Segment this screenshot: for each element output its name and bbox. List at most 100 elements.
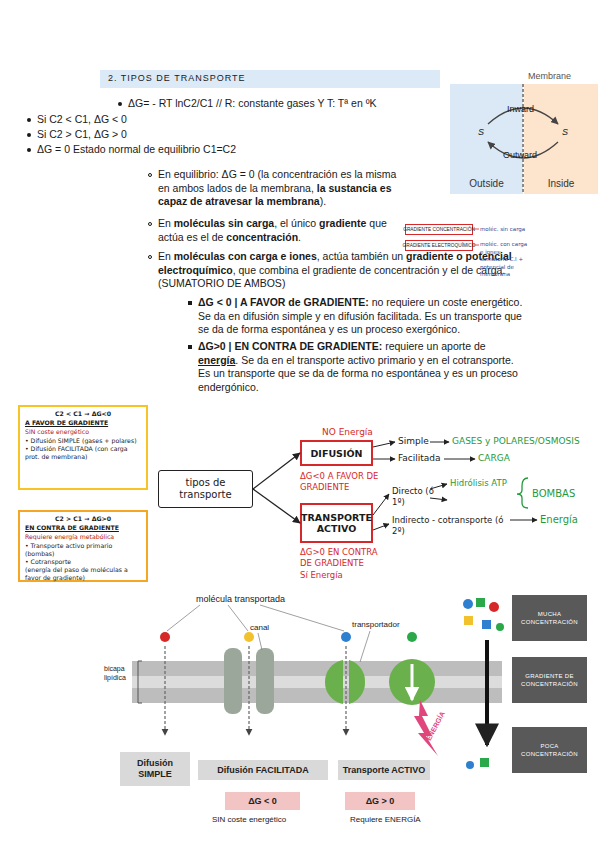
node-text: GRADIENTE ELECTROQUÍMICO bbox=[402, 243, 475, 248]
body-text: ΔG = 0 Estado normal de equilibrio C1=C2 bbox=[37, 143, 236, 155]
bullet-dot bbox=[27, 148, 31, 152]
flow-label: Inward bbox=[507, 104, 534, 115]
node-text: • Difusión SIMPLE (gases + polares) bbox=[25, 437, 141, 445]
body-text: requiere un aporte de bbox=[385, 340, 485, 352]
molecule-red bbox=[489, 602, 499, 612]
handwritten-note: Sí Energía bbox=[300, 570, 343, 581]
lipid-bilayer bbox=[132, 661, 502, 703]
bullet-ring bbox=[148, 222, 152, 226]
body-text: ). bbox=[320, 195, 326, 207]
figure-label: Requiere ENERGÍA bbox=[350, 815, 421, 825]
channel-protein bbox=[256, 648, 274, 714]
node-text: Transporte ACTIVO bbox=[343, 765, 426, 776]
map-arrow bbox=[373, 459, 395, 460]
concentration-box: MUCHA CONCENTRACIÓN bbox=[512, 595, 587, 641]
map-arrow bbox=[373, 524, 389, 530]
molecule-yellow bbox=[464, 616, 473, 625]
node-text: • Transporte activo primario (bombas) bbox=[25, 542, 141, 558]
molecule-green bbox=[407, 632, 417, 642]
handwritten-note: GASES y POLARES/OSMOSIS bbox=[452, 436, 580, 447]
leader-line bbox=[258, 633, 262, 650]
handwritten-note: Hidrólisis ATP bbox=[450, 478, 507, 489]
handwritten-note: NO Energía bbox=[322, 427, 373, 438]
transporter-protein bbox=[349, 660, 365, 704]
node-text: Outside bbox=[469, 178, 503, 189]
bracket bbox=[138, 661, 142, 703]
energy-box: ΔG < 0 bbox=[225, 792, 300, 810]
body-text: , el único bbox=[274, 217, 316, 229]
bold-text: energía bbox=[198, 354, 235, 366]
node-text: TRANSPORTE ACTIVO bbox=[301, 512, 372, 534]
molecule-red bbox=[160, 632, 170, 642]
note-text: moléc. sin carga bbox=[480, 226, 525, 234]
leader-line bbox=[260, 605, 344, 631]
molecule-blue bbox=[466, 761, 474, 769]
bullet-dot bbox=[27, 118, 31, 122]
type-box: Difusión SIMPLE bbox=[120, 752, 190, 786]
text-paragraph: En moléculas sin carga, el único gradien… bbox=[158, 217, 394, 244]
node-text: Requiere energía metabólica bbox=[25, 533, 141, 541]
connector-arrow bbox=[253, 453, 300, 489]
figure-label: bicapa lipídica bbox=[104, 664, 138, 682]
node-text: POCA CONCENTRACIÓN bbox=[514, 742, 585, 758]
node-text: GRADIENTE DE CONCENTRACIÓN bbox=[514, 672, 585, 688]
title-band: 2. TIPOS DE TRANSPORTE bbox=[100, 70, 440, 88]
node-text: MUCHA CONCENTRACIÓN bbox=[514, 610, 585, 626]
node-text: C2 < C1 → ΔG<0 bbox=[25, 410, 141, 418]
body-text: Si C2 > C1, ΔG > 0 bbox=[37, 128, 127, 140]
concentration-box: POCA CONCENTRACIÓN bbox=[512, 727, 587, 773]
node-text: Difusión SIMPLE bbox=[120, 758, 190, 780]
node-text: Difusión FACILITADA bbox=[217, 765, 308, 776]
bold-text: gradiente bbox=[319, 217, 366, 229]
node-text: ΔG > 0 bbox=[366, 796, 395, 806]
node-text: • Difusión FACILITADA (con carga prot. d… bbox=[25, 445, 141, 461]
category-box: TRANSPORTE ACTIVO bbox=[300, 503, 373, 543]
gradient-arrow bbox=[485, 640, 489, 745]
leader-line bbox=[360, 631, 370, 662]
category-box: DIFUSIÓN bbox=[300, 440, 373, 466]
text-paragraph: ΔG= - RT lnC2/C1 // R: constante gases Y… bbox=[128, 97, 448, 111]
diffusion-arrow bbox=[248, 646, 249, 735]
node-text: tipos de transporte bbox=[159, 477, 252, 501]
bullet-dot bbox=[118, 102, 122, 106]
bilayer-core bbox=[132, 676, 502, 688]
molecule-blue bbox=[482, 620, 491, 629]
transporter-protein bbox=[325, 660, 343, 704]
map-arrow bbox=[444, 459, 475, 460]
node-text: C2 > C1 → ΔG>0 bbox=[25, 515, 141, 523]
node-text: ΔG < 0 bbox=[248, 796, 277, 806]
bold-text: concentración bbox=[226, 231, 298, 243]
energy-label: ENERGÍA bbox=[424, 710, 447, 742]
pump-arrow bbox=[411, 664, 414, 700]
diffusion-arrow bbox=[164, 646, 165, 735]
molecule-blue bbox=[463, 599, 473, 609]
text-paragraph: En moléculas con carga e iones, actúa ta… bbox=[158, 250, 513, 291]
channel-protein bbox=[224, 648, 242, 714]
type-box: Difusión FACILITADA bbox=[198, 760, 328, 780]
molecule-green bbox=[480, 758, 489, 767]
figure-label: Membrane bbox=[528, 71, 571, 82]
pump-protein bbox=[389, 659, 435, 705]
leader-line bbox=[167, 605, 200, 631]
note-text: moléc. con carga e iones: sumatorio C.I … bbox=[480, 241, 528, 279]
bullet-ring bbox=[148, 173, 152, 177]
sticky-note: C2 > C1 → ΔG>0EN CONTRA DE GRADIENTERequ… bbox=[18, 510, 148, 582]
node-text: • Cotransporte bbox=[25, 558, 141, 566]
bullet-dot bbox=[27, 133, 31, 137]
figure-label: transportador bbox=[352, 620, 400, 630]
bullet-ring bbox=[148, 255, 152, 259]
body-text: ΔG= - RT lnC2/C1 // R: constante gases Y… bbox=[128, 97, 376, 109]
body-text: En bbox=[158, 250, 171, 262]
type-box: Transporte ACTIVO bbox=[338, 760, 430, 780]
bold-text: ΔG>0 | EN CONTRA DE GRADIENTE: bbox=[198, 340, 382, 352]
text-paragraph: Si C2 > C1, ΔG > 0 bbox=[37, 128, 437, 142]
bold-text: ΔG < 0 | A FAVOR de GRADIENTE: bbox=[198, 296, 369, 308]
handwritten-note: ΔG>0 EN CONTRA DE GRADIENTE bbox=[300, 547, 388, 568]
node-text: SIN coste energético bbox=[25, 428, 141, 436]
body-text: . bbox=[298, 231, 301, 243]
leader-line bbox=[228, 605, 248, 631]
map-arrow bbox=[430, 442, 449, 443]
node-text: DIFUSIÓN bbox=[310, 448, 362, 459]
bold-text: moléculas con carga e iones bbox=[174, 250, 317, 262]
